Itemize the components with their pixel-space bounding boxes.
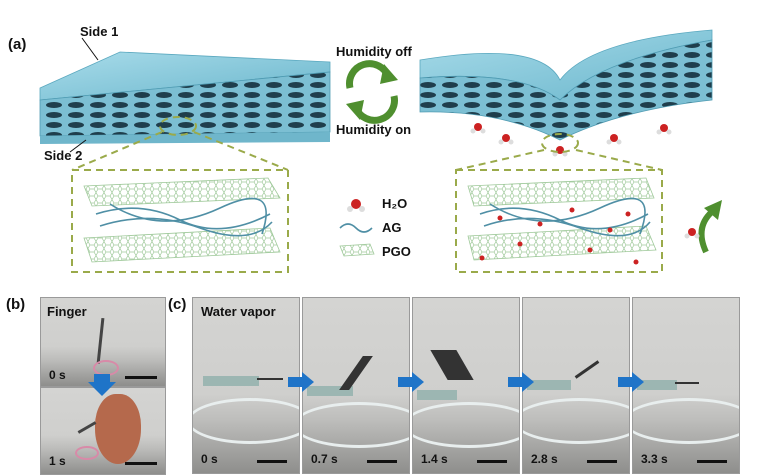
flat-film <box>39 51 331 144</box>
bending-arrowhead <box>704 200 722 220</box>
ribbon-bow-icon-2 <box>75 446 99 460</box>
film-flat <box>675 382 699 384</box>
panel-c-time-4: 3.3 s <box>641 452 668 466</box>
glass-slide <box>417 390 457 400</box>
glass-slide <box>307 386 353 396</box>
side1-pointer <box>81 37 99 61</box>
finger-shape <box>95 394 141 464</box>
legend-ag-label: AG <box>382 220 402 235</box>
panel-c-time-2: 1.4 s <box>421 452 448 466</box>
glass-slide <box>203 376 259 386</box>
panel-c-time-1: 0.7 s <box>311 452 338 466</box>
panel-b-caption: Finger <box>47 304 87 319</box>
panel-c-arrow-4 <box>618 372 644 392</box>
panel-b-scalebar-0 <box>125 376 157 379</box>
panel-c-scalebar-4 <box>697 460 727 463</box>
legend-pgo-icon <box>339 243 375 257</box>
film-bending <box>339 356 373 390</box>
side2-label: Side 2 <box>44 148 83 163</box>
film-curled <box>430 350 474 380</box>
panel-c-time-0: 0 s <box>201 452 218 466</box>
panel-c-frame-5: 3.3 s <box>632 297 740 474</box>
panel-b-time-1: 1 s <box>49 454 66 468</box>
humidity-off-label: Humidity off <box>336 44 412 59</box>
cycle-arrowhead-top <box>380 64 398 84</box>
panel-c-time-3: 2.8 s <box>531 452 558 466</box>
zoom-left-structure <box>83 177 281 263</box>
panel-a-illustration <box>39 29 722 273</box>
panel-b-time-0: 0 s <box>49 368 66 382</box>
cycle-arrowhead-bottom <box>346 100 364 120</box>
beaker-rim <box>303 402 409 448</box>
panel-c-frame-3: 1.4 s <box>412 297 520 474</box>
panel-b-frame-1: Finger 0 s <box>40 297 166 387</box>
legend-pgo-label: PGO <box>382 244 411 259</box>
zoom-guides <box>71 116 663 273</box>
bending-water-molecule <box>684 228 700 239</box>
side2-pointer <box>69 139 87 153</box>
film-strip <box>96 317 105 365</box>
water-molecules <box>470 123 672 157</box>
legend-ag-icon <box>339 223 373 233</box>
panel-c-arrow-2 <box>398 372 424 392</box>
panel-c-scalebar-3 <box>587 460 617 463</box>
glass-slide <box>527 380 571 390</box>
panel-c-letter: (c) <box>168 296 187 313</box>
zoom-right-structure <box>467 177 657 265</box>
panel-c-scalebar-1 <box>367 460 397 463</box>
beaker-rim <box>633 398 739 444</box>
glass-slide <box>637 380 677 390</box>
bending-arrow <box>698 207 716 254</box>
panel-c-frame-1: Water vapor 0 s <box>192 297 300 474</box>
panel-b-frame-2: 1 s <box>40 387 166 475</box>
humidity-on-label: Humidity on <box>336 122 412 137</box>
film-recovering <box>574 360 600 379</box>
panel-b-letter: (b) <box>6 296 26 313</box>
beaker-rim <box>413 402 519 448</box>
legend-h2o-icon <box>347 199 365 212</box>
panel-c-frame-2: 0.7 s <box>302 297 410 474</box>
panel-c-scalebar-2 <box>477 460 507 463</box>
film-strip-bent <box>77 421 97 434</box>
panel-b-scalebar-1 <box>125 462 157 465</box>
beaker-rim <box>523 398 629 444</box>
bent-film <box>419 29 713 141</box>
panel-c-caption: Water vapor <box>201 304 276 319</box>
beaker-rim <box>193 398 299 444</box>
panel-b-down-arrow <box>88 374 116 396</box>
panel-c-arrow-3 <box>508 372 534 392</box>
panel-c-frame-4: 2.8 s <box>522 297 630 474</box>
panel-c-scalebar-0 <box>257 460 287 463</box>
legend-h2o-label: H₂O <box>382 196 408 211</box>
panel-c-arrow-1 <box>288 372 314 392</box>
film-flat <box>257 378 283 380</box>
panel-a-letter: (a) <box>8 36 27 53</box>
side1-label: Side 1 <box>80 24 119 39</box>
